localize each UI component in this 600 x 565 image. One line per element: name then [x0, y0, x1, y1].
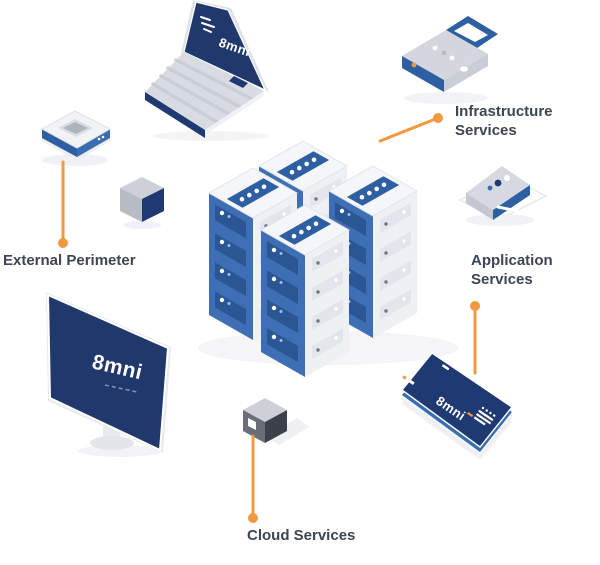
cloud-cube-window — [248, 418, 256, 430]
device-top-face — [466, 166, 530, 210]
label-application-services: Application Services — [471, 252, 553, 288]
connector-dot — [58, 238, 68, 248]
phone-screen-content — [467, 406, 496, 426]
device-dot-blue — [487, 185, 493, 191]
laptop-key-rows — [151, 58, 254, 124]
label-cloud-services: Cloud Services — [247, 527, 356, 544]
device-left-edge — [466, 193, 493, 220]
monitor-icon: 8mni — [46, 292, 171, 457]
server-tower-front — [260, 204, 350, 378]
phone-speaker — [442, 364, 450, 371]
padlock-keyhole — [460, 66, 468, 72]
monitor-screen — [46, 293, 170, 452]
router-shadow — [42, 154, 108, 166]
label-external-perimeter: External Perimeter — [3, 252, 136, 269]
device-highlight-slash — [496, 205, 529, 215]
router-top-recess-inner — [63, 122, 88, 134]
connector-external-perimeter — [58, 160, 68, 248]
router-left-edge — [42, 129, 77, 157]
connector-cloud-services — [248, 434, 258, 523]
router-led-1 — [97, 137, 101, 141]
laptop-side-edge — [205, 91, 264, 135]
laptop-front-edge — [145, 92, 205, 138]
storage-device-icon — [458, 166, 548, 226]
router-right-edge — [77, 129, 110, 157]
monitor-stand-base — [90, 436, 134, 450]
connector-application-services — [470, 301, 480, 375]
device-right-edge — [493, 185, 530, 220]
cloud-cube-shadow — [265, 418, 309, 445]
connector-dot — [433, 113, 443, 123]
padlock-shadow — [404, 92, 488, 104]
device-dot-white — [504, 175, 510, 181]
label-infrastructure-services: Infrastructure Services — [455, 103, 553, 139]
connector-dot — [248, 513, 258, 523]
laptop-screen-menu-lines — [200, 16, 215, 33]
device-shadow — [466, 214, 534, 226]
laptop-trackpad-accent — [229, 76, 248, 88]
laptop-shadow — [152, 131, 268, 141]
connector-infrastructure-services — [378, 113, 443, 143]
cube-icon — [120, 177, 164, 229]
padlock-led-dot — [411, 62, 417, 68]
router-led-2 — [101, 135, 105, 139]
padlock-front-right-edge — [444, 54, 488, 92]
cube-shadow — [123, 221, 161, 229]
router-icon — [40, 110, 112, 166]
cube-left-face — [120, 188, 142, 222]
monitor-tagline — [104, 384, 138, 393]
phone-status-badge — [402, 375, 415, 385]
smartphone-icon: 8mni — [400, 352, 514, 460]
cloud-cube-icon — [243, 398, 309, 445]
device-dot-navy — [494, 179, 502, 187]
cube-right-face — [142, 188, 164, 222]
padlock-shackle — [446, 16, 498, 48]
laptop-icon: 8mni — [145, 0, 269, 141]
padlock-icon — [402, 16, 498, 104]
cloud-cube-right — [265, 410, 287, 443]
padlock-top-dots — [432, 45, 455, 61]
server-cluster-icon — [198, 140, 458, 378]
